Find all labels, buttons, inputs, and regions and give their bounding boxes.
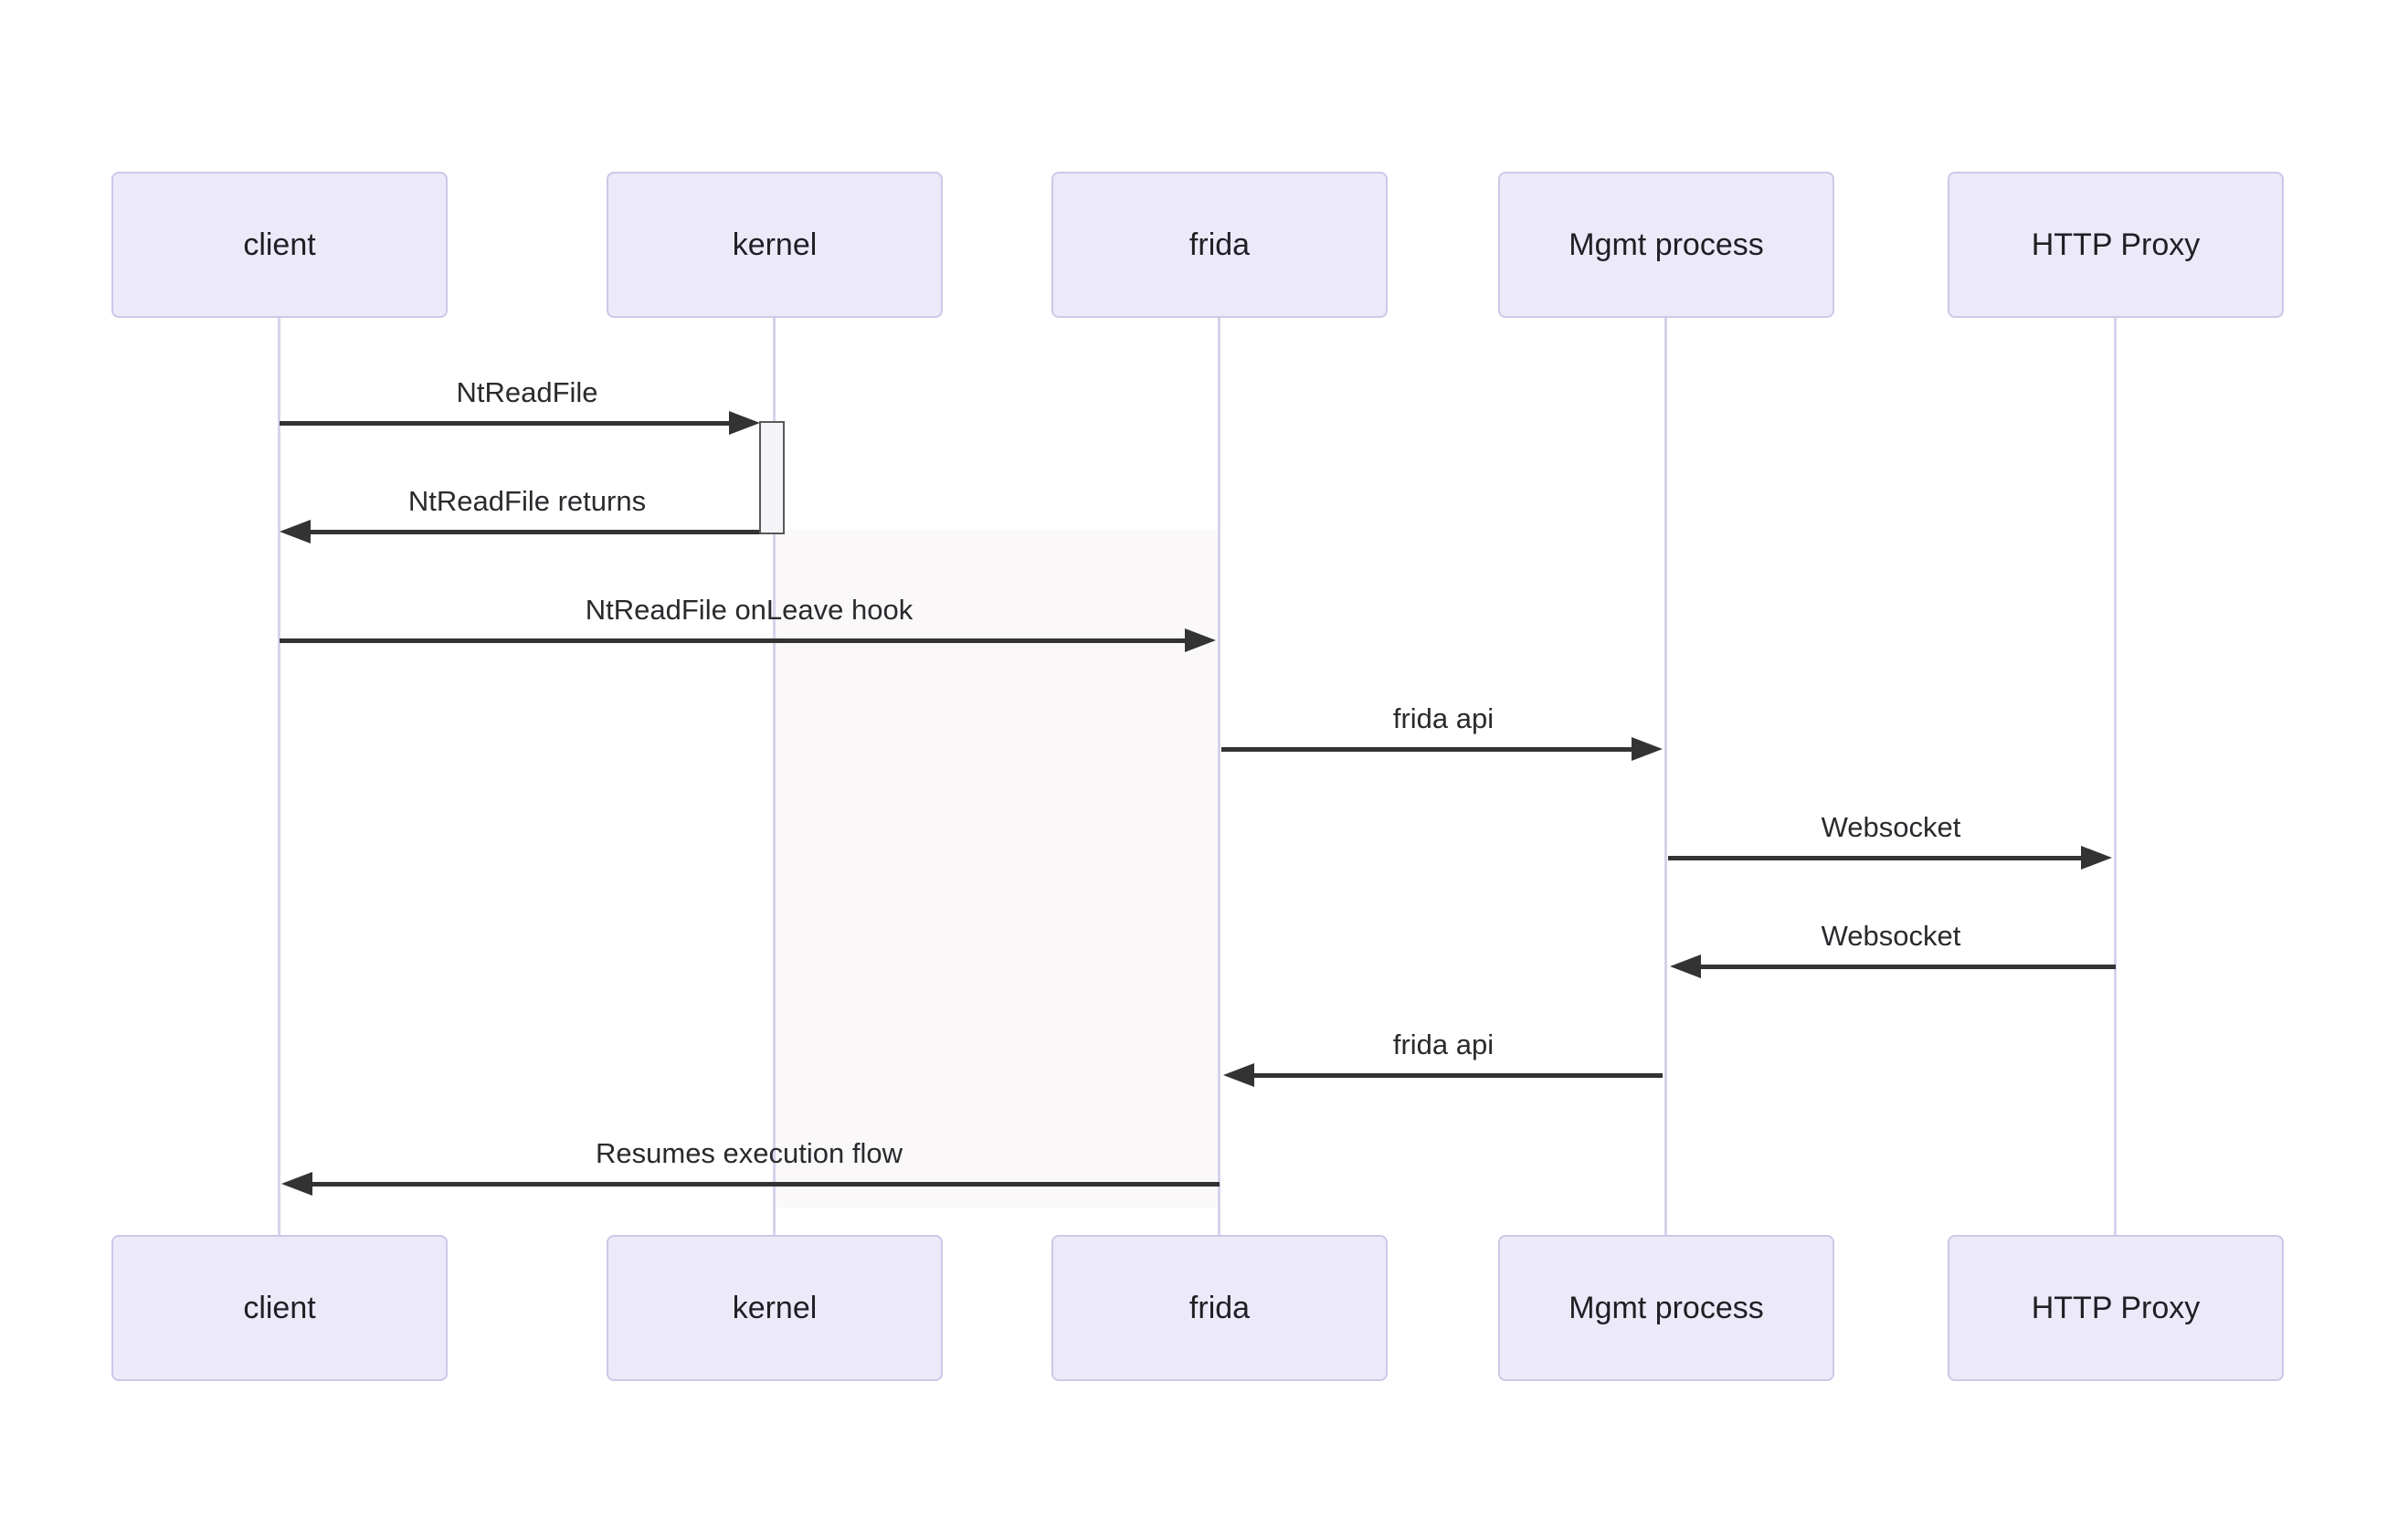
actor-client-label: client: [243, 227, 316, 262]
message-label: NtReadFile onLeave hook: [585, 594, 914, 626]
actor-kernel-bottom: kernel: [607, 1235, 943, 1381]
actor-frida-label: frida: [1188, 1290, 1251, 1325]
arrowhead-right-icon: [2081, 846, 2112, 870]
actor-kernel-top: kernel: [607, 172, 943, 318]
actor-frida-label: frida: [1188, 227, 1251, 262]
lifeline-frida: [1218, 318, 1220, 1235]
message-line: [1695, 965, 2116, 969]
message-label: frida api: [1392, 702, 1495, 734]
arrowhead-right-icon: [1185, 628, 1216, 652]
message-label: NtReadFile: [456, 376, 598, 408]
actor-mgmt-process-label: Mgmt process: [1568, 227, 1764, 262]
message-line: [1249, 1073, 1663, 1078]
message-line: [1221, 747, 1637, 752]
actor-client-bottom: client: [111, 1235, 448, 1381]
actor-mgmt-process-bottom: Mgmt process: [1498, 1235, 1834, 1381]
arrowhead-left-icon: [1670, 955, 1701, 978]
background-highlight-rect: [776, 530, 1220, 1208]
actor-mgmt-process-label: Mgmt process: [1568, 1290, 1764, 1325]
lifeline-mgmt-process: [1664, 318, 1667, 1235]
activation-bar-kernel: [759, 421, 785, 534]
actor-client-label: client: [243, 1290, 316, 1325]
arrowhead-left-icon: [281, 1172, 312, 1196]
actor-http-proxy-label: HTTP Proxy: [2031, 227, 2201, 262]
actor-frida-bottom: frida: [1051, 1235, 1388, 1381]
message-line: [307, 1182, 1220, 1187]
actor-frida-top: frida: [1051, 172, 1388, 318]
lifeline-client: [278, 318, 280, 1235]
arrowhead-right-icon: [729, 411, 760, 435]
actor-client-top: client: [111, 172, 448, 318]
lifeline-http-proxy: [2114, 318, 2117, 1235]
message-label: Resumes execution flow: [596, 1137, 903, 1169]
actor-http-proxy-bottom: HTTP Proxy: [1948, 1235, 2284, 1381]
arrowhead-left-icon: [280, 520, 311, 543]
message-line: [305, 530, 759, 534]
arrowhead-right-icon: [1632, 737, 1663, 761]
actor-mgmt-process-top: Mgmt process: [1498, 172, 1834, 318]
actor-kernel-label: kernel: [732, 227, 818, 262]
message-label: frida api: [1392, 1028, 1495, 1060]
actor-http-proxy-top: HTTP Proxy: [1948, 172, 2284, 318]
actor-http-proxy-label: HTTP Proxy: [2031, 1290, 2201, 1325]
message-label: Websocket: [1821, 811, 1961, 843]
message-line: [280, 421, 734, 426]
actor-kernel-label: kernel: [732, 1290, 818, 1325]
message-line: [1668, 856, 2086, 860]
message-line: [280, 638, 1190, 643]
message-label: NtReadFile returns: [407, 485, 647, 517]
message-label: Websocket: [1821, 920, 1961, 952]
lifeline-kernel: [773, 318, 776, 1235]
arrowhead-left-icon: [1223, 1063, 1254, 1087]
